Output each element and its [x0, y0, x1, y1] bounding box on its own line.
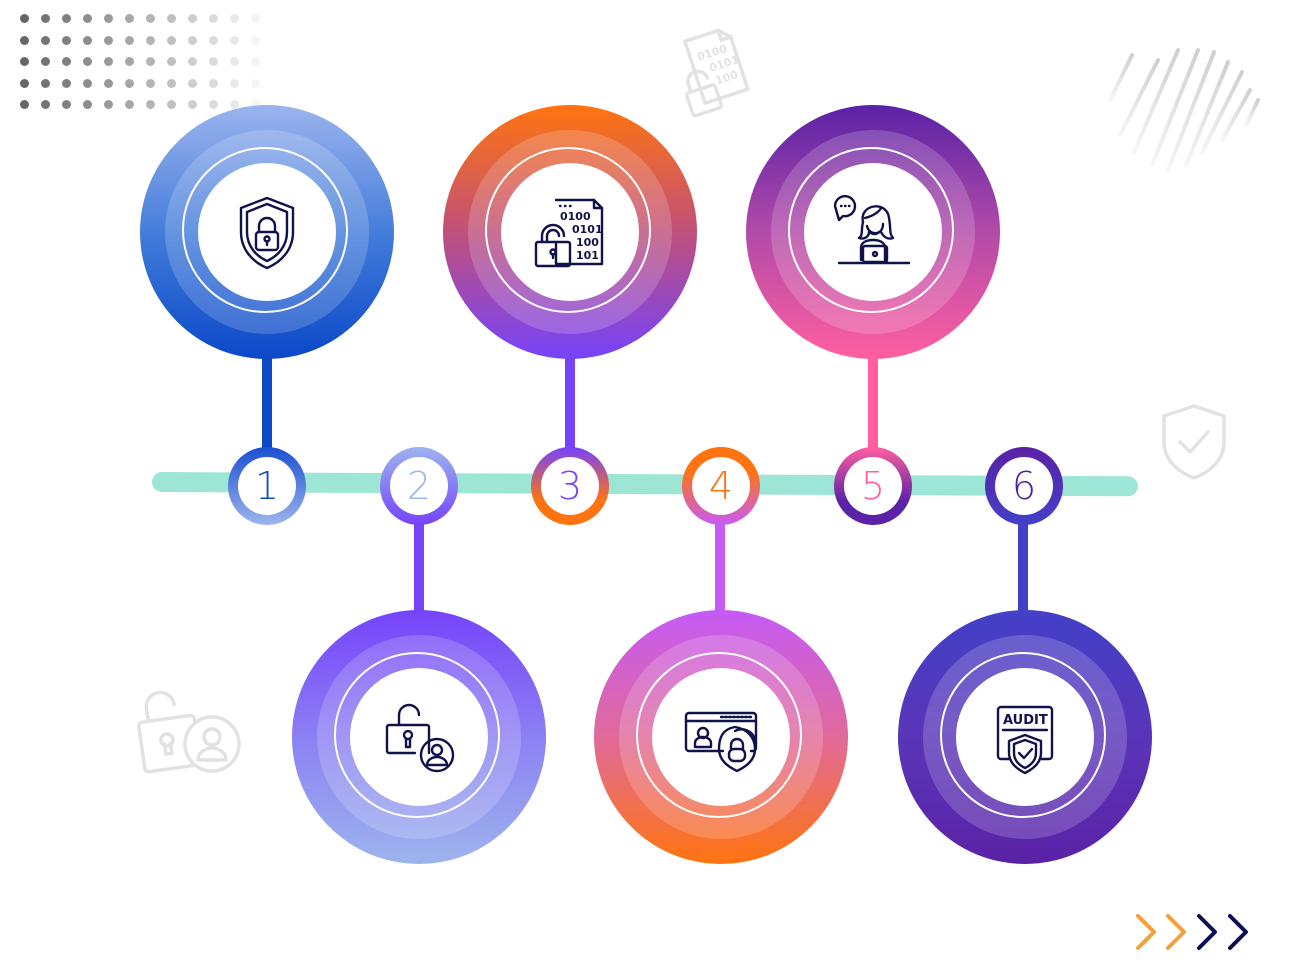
step-2-number-badge[interactable]: 2: [380, 447, 458, 525]
step-4-circle[interactable]: [594, 610, 848, 864]
svg-text:0101: 0101: [572, 223, 603, 236]
step-3-circle[interactable]: 0100 0101 100 101: [443, 105, 697, 359]
step-1-number: 1: [238, 457, 296, 515]
step-2-number: 2: [390, 457, 448, 515]
audit-shield-icon: AUDIT: [996, 705, 1054, 775]
shield-check-watermark-icon: [1162, 404, 1226, 480]
step-6-number-badge[interactable]: 6: [985, 447, 1063, 525]
diagonal-stripes-decoration: [1108, 48, 1260, 172]
step-1-number-badge[interactable]: 1: [228, 447, 306, 525]
svg-text:0100: 0100: [560, 210, 591, 223]
step-2-circle[interactable]: [292, 610, 546, 864]
svg-text:AUDIT: AUDIT: [1003, 713, 1048, 728]
step-5-number-badge[interactable]: 5: [834, 447, 912, 525]
step-6-connector: [1018, 515, 1028, 620]
id-card-shield-icon: [684, 711, 758, 773]
step-3-connector: [565, 350, 575, 450]
step-3-number: 3: [541, 457, 599, 515]
step-6-circle[interactable]: AUDIT: [898, 610, 1152, 864]
step-5-connector: [868, 350, 878, 450]
support-agent-icon: [833, 195, 911, 265]
step-4-number-badge[interactable]: 4: [682, 447, 760, 525]
step-1-circle[interactable]: [140, 105, 394, 359]
binary-file-lock-icon: 0100 0101 100 101: [534, 198, 604, 268]
unlock-user-icon: [385, 703, 455, 773]
chevrons-right-icon: [1136, 914, 1248, 950]
svg-text:101: 101: [576, 249, 599, 262]
binary-file-lock-watermark-icon: 0100 0101 100: [683, 28, 750, 118]
step-1-connector: [262, 350, 272, 450]
step-3-number-badge[interactable]: 3: [531, 447, 609, 525]
step-2-connector: [414, 515, 424, 620]
unlock-user-watermark-icon: [137, 690, 241, 774]
step-5-number: 5: [844, 457, 902, 515]
svg-text:100: 100: [576, 236, 599, 249]
step-4-number: 4: [692, 457, 750, 515]
step-4-connector: [715, 515, 725, 620]
dot-grid-decoration: [20, 14, 280, 124]
step-5-circle[interactable]: [746, 105, 1000, 359]
step-6-number: 6: [995, 457, 1053, 515]
shield-lock-icon: [239, 196, 295, 270]
